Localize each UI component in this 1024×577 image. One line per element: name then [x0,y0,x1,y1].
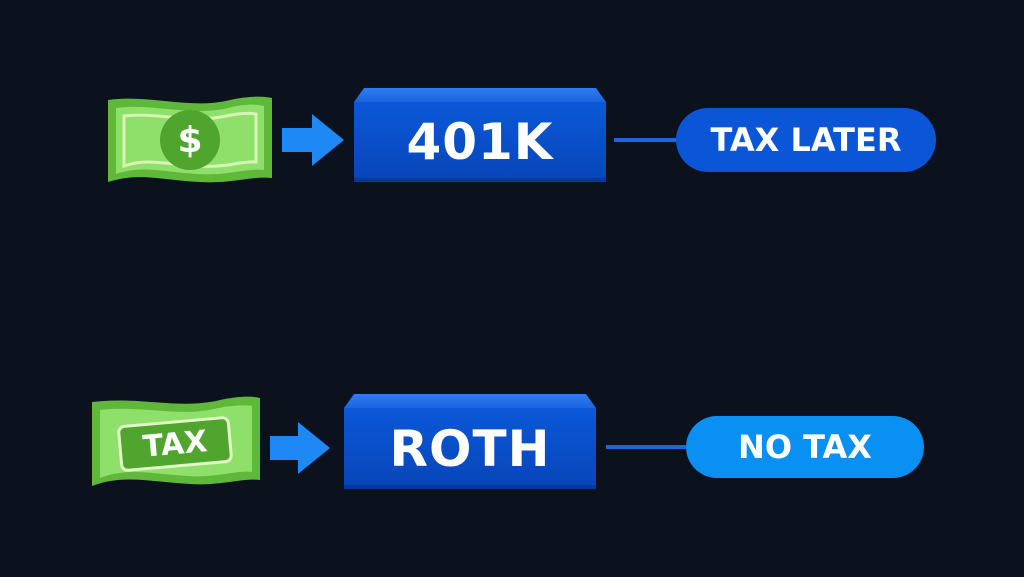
right-arrow-icon [282,114,344,166]
account-label-401k: 401K [406,113,554,171]
connector-line [606,445,688,449]
right-arrow-icon [270,422,330,474]
dollar-bill-icon [108,96,272,183]
account-box-401k-shape [354,88,606,182]
account-label-roth: ROTH [389,419,551,478]
outcome-pill-no-tax: NO TAX [686,416,924,478]
dollar-coin-icon [160,110,220,170]
tax-bill-icon [92,396,260,486]
connector-line [614,138,682,142]
account-box-roth-shape [344,394,596,489]
outcome-pill-tax-later: TAX LATER [676,108,936,172]
dollar-symbol: $ [177,119,203,161]
